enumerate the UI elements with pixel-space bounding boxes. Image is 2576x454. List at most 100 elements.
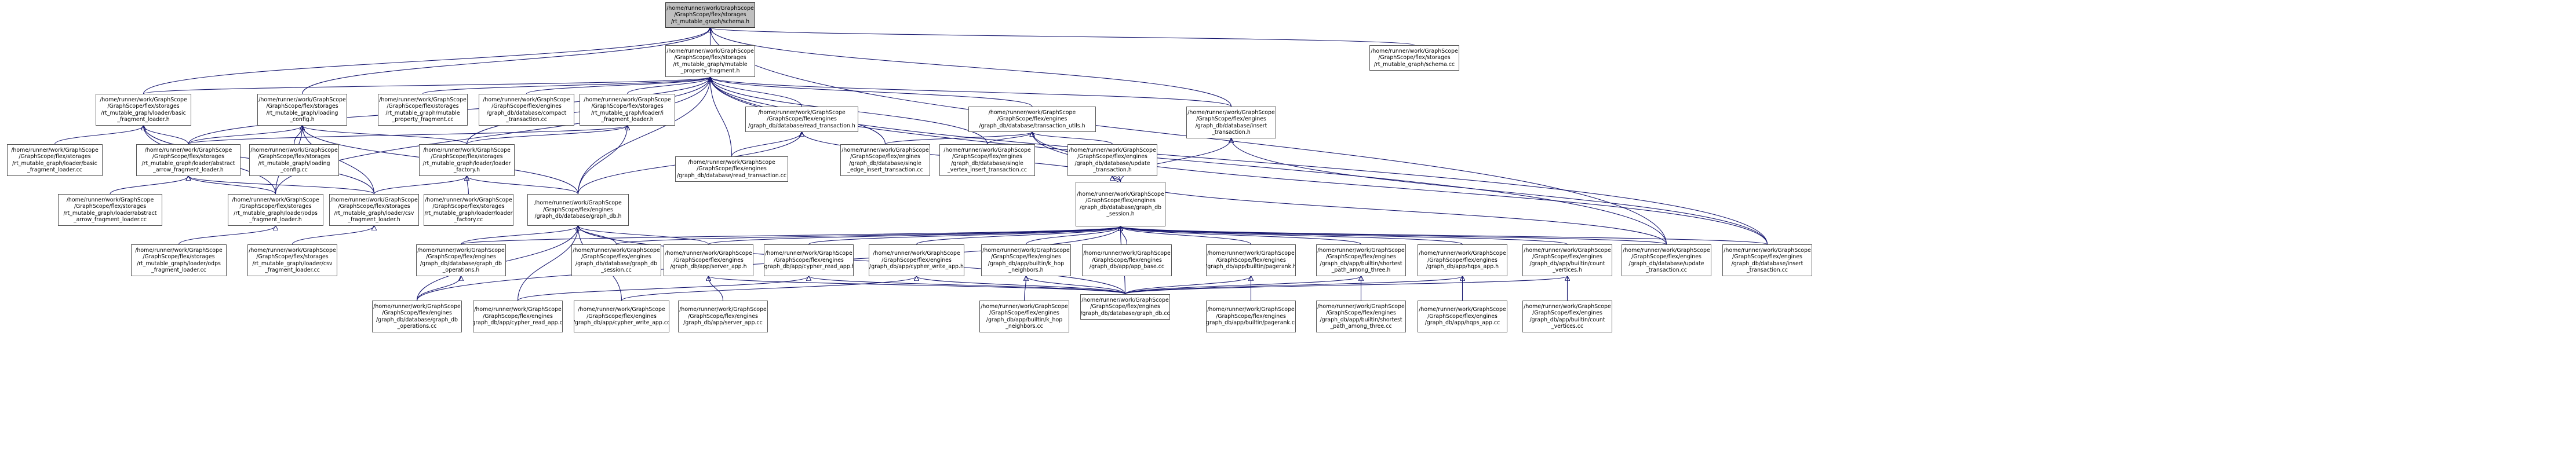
- node-graph-db-ops-h[interactable]: /home/runner/work/GraphScope /GraphScope…: [416, 244, 506, 276]
- node-read-tx-cc[interactable]: /home/runner/work/GraphScope /GraphScope…: [675, 156, 788, 182]
- edge-khop-cc-to-khop-h: [1025, 276, 1026, 301]
- node-label: /home/runner/work/GraphScope /GraphScope…: [676, 159, 787, 179]
- node-cypher-read-app-h[interactable]: /home/runner/work/GraphScope /GraphScope…: [764, 244, 854, 276]
- edge-read-tx-cc-to-read-tx-h: [731, 132, 802, 157]
- node-pagerank-h[interactable]: /home/runner/work/GraphScope /GraphScope…: [1206, 244, 1296, 276]
- node-label: /home/runner/work/GraphScope /GraphScope…: [665, 250, 752, 270]
- node-label: /home/runner/work/GraphScope /GraphScope…: [483, 96, 570, 123]
- node-update-tx-h[interactable]: /home/runner/work/GraphScope /GraphScope…: [1067, 144, 1157, 176]
- node-mpf-h[interactable]: /home/runner/work/GraphScope /GraphScope…: [665, 45, 755, 77]
- edge-graph-db-session-cc-to-graph-db-h: [578, 226, 617, 245]
- node-read-tx-h[interactable]: /home/runner/work/GraphScope /GraphScope…: [745, 107, 858, 132]
- edge-cypher-write-app-h-to-graph-db-session-h: [916, 226, 1121, 245]
- node-label: /home/runner/work/GraphScope /GraphScope…: [1317, 303, 1405, 329]
- node-basic-loader-h[interactable]: /home/runner/work/GraphScope /GraphScope…: [96, 94, 191, 126]
- node-abstract-arrow-cc[interactable]: /home/runner/work/GraphScope /GraphScope…: [58, 194, 162, 226]
- node-csv-loader-cc[interactable]: /home/runner/work/GraphScope /GraphScope…: [247, 244, 337, 276]
- node-i-loader-h[interactable]: /home/runner/work/GraphScope /GraphScope…: [580, 94, 675, 126]
- node-loading-config-cc[interactable]: /home/runner/work/GraphScope /GraphScope…: [249, 144, 339, 176]
- node-khop-h[interactable]: /home/runner/work/GraphScope /GraphScope…: [981, 244, 1071, 276]
- node-label: /home/runner/work/GraphScope /GraphScope…: [574, 306, 669, 327]
- node-odps-loader-h[interactable]: /home/runner/work/GraphScope /GraphScope…: [228, 194, 323, 226]
- node-hqps-app-cc[interactable]: /home/runner/work/GraphScope /GraphScope…: [1418, 301, 1507, 332]
- edge-update-tx-h-to-tx-utils-h: [1032, 132, 1113, 145]
- edge-insert-tx-h-to-mpf-h: [711, 77, 1232, 107]
- node-label: /home/runner/work/GraphScope /GraphScope…: [841, 147, 929, 173]
- node-graph-db-session-h[interactable]: /home/runner/work/GraphScope /GraphScope…: [1076, 182, 1165, 226]
- node-tx-utils-h[interactable]: /home/runner/work/GraphScope /GraphScope…: [968, 107, 1096, 132]
- node-label: /home/runner/work/GraphScope /GraphScope…: [1069, 147, 1156, 173]
- node-sp3-h[interactable]: /home/runner/work/GraphScope /GraphScope…: [1316, 244, 1406, 276]
- edge-graph-db-h-to-mpf-h: [577, 77, 711, 195]
- node-update-tx-cc[interactable]: /home/runner/work/GraphScope /GraphScope…: [1622, 244, 1711, 276]
- edge-schema-cc-to-schema-h: [711, 28, 1415, 46]
- node-label: /home/runner/work/GraphScope /GraphScope…: [250, 147, 338, 173]
- node-label: /home/runner/work/GraphScope /GraphScope…: [943, 147, 1031, 173]
- node-label: /home/runner/work/GraphScope /GraphScope…: [1419, 250, 1506, 270]
- edge-insert-tx-h-to-schema-h: [711, 28, 1232, 107]
- node-cypher-write-app-cc[interactable]: /home/runner/work/GraphScope /GraphScope…: [574, 301, 669, 332]
- edge-sp3-h-to-graph-db-session-h: [1121, 226, 1362, 245]
- edge-graph-db-h-to-i-loader-h: [577, 126, 628, 195]
- node-csv-loader-h[interactable]: /home/runner/work/GraphScope /GraphScope…: [329, 194, 419, 226]
- node-mpf-cc[interactable]: /home/runner/work/GraphScope /GraphScope…: [378, 94, 468, 126]
- node-loading-config-h[interactable]: /home/runner/work/GraphScope /GraphScope…: [257, 94, 347, 126]
- node-graph-db-cc[interactable]: /home/runner/work/GraphScope /GraphScope…: [1080, 294, 1170, 320]
- node-khop-cc[interactable]: /home/runner/work/GraphScope /GraphScope…: [979, 301, 1069, 332]
- node-label: /home/runner/work/GraphScope /GraphScope…: [1206, 250, 1296, 270]
- edge-server-app-h-to-graph-db-session-h: [708, 226, 1121, 245]
- node-basic-loader-cc[interactable]: /home/runner/work/GraphScope /GraphScope…: [7, 144, 103, 176]
- edge-abstract-arrow-h-to-loading-config-h: [188, 126, 303, 145]
- edge-compact-tx-cc-to-mpf-h: [526, 77, 711, 94]
- edge-insert-tx-cc-to-insert-tx-h: [1231, 138, 1768, 245]
- node-compact-tx-cc[interactable]: /home/runner/work/GraphScope /GraphScope…: [479, 94, 574, 126]
- edge-loader-factory-cc-to-loader-factory-h: [467, 176, 469, 195]
- edge-update-tx-cc-to-update-tx-h: [1113, 176, 1667, 245]
- node-label: /home/runner/work/GraphScope /GraphScope…: [748, 109, 855, 129]
- edge-cypher-read-app-h-to-graph-db-session-h: [808, 226, 1121, 245]
- edge-graph-db-cc-to-cypher-write-app-h: [917, 276, 1126, 295]
- edge-graph-db-cc-to-hqps-app-h: [1124, 276, 1463, 295]
- node-insert-tx-h[interactable]: /home/runner/work/GraphScope /GraphScope…: [1186, 107, 1276, 138]
- edge-insert-tx-cc-to-graph-db-session-h: [1121, 226, 1768, 245]
- edge-pagerank-h-to-graph-db-session-h: [1121, 226, 1252, 245]
- node-label: /home/runner/work/GraphScope /GraphScope…: [1083, 250, 1171, 270]
- node-graph-db-session-cc[interactable]: /home/runner/work/GraphScope /GraphScope…: [571, 244, 661, 276]
- node-server-app-h[interactable]: /home/runner/work/GraphScope /GraphScope…: [664, 244, 753, 276]
- node-loader-factory-cc[interactable]: /home/runner/work/GraphScope /GraphScope…: [424, 194, 513, 226]
- node-label: /home/runner/work/GraphScope /GraphScope…: [1524, 303, 1611, 329]
- edge-graph-db-cc-to-cypher-read-app-h: [809, 276, 1126, 295]
- node-label: /home/runner/work/GraphScope /GraphScope…: [764, 250, 854, 270]
- node-label: /home/runner/work/GraphScope /GraphScope…: [100, 96, 187, 123]
- node-label: /home/runner/work/GraphScope /GraphScope…: [141, 147, 235, 173]
- node-schema-cc[interactable]: /home/runner/work/GraphScope /GraphScope…: [1369, 45, 1459, 71]
- edge-csv-loader-h-to-loader-factory-h: [373, 176, 467, 195]
- node-graph-db-ops-cc[interactable]: /home/runner/work/GraphScope /GraphScope…: [372, 301, 462, 332]
- edge-read-tx-h-to-mpf-h: [711, 77, 803, 107]
- node-label: /home/runner/work/GraphScope /GraphScope…: [373, 303, 461, 329]
- node-single-edge-cc[interactable]: /home/runner/work/GraphScope /GraphScope…: [840, 144, 930, 176]
- node-label: /home/runner/work/GraphScope /GraphScope…: [11, 147, 99, 173]
- node-odps-loader-cc[interactable]: /home/runner/work/GraphScope /GraphScope…: [131, 244, 227, 276]
- node-insert-tx-cc[interactable]: /home/runner/work/GraphScope /GraphScope…: [1722, 244, 1812, 276]
- node-abstract-arrow-h[interactable]: /home/runner/work/GraphScope /GraphScope…: [136, 144, 241, 176]
- node-label: /home/runner/work/GraphScope /GraphScope…: [63, 196, 157, 223]
- node-single-vertex-cc[interactable]: /home/runner/work/GraphScope /GraphScope…: [939, 144, 1035, 176]
- node-cypher-write-app-h[interactable]: /home/runner/work/GraphScope /GraphScope…: [869, 244, 964, 276]
- node-graph-db-h[interactable]: /home/runner/work/GraphScope /GraphScope…: [527, 194, 629, 226]
- node-app-base-cc[interactable]: /home/runner/work/GraphScope /GraphScope…: [1082, 244, 1172, 276]
- edge-graph-db-cc-to-count-vertices-h: [1124, 276, 1568, 295]
- node-hqps-app-h[interactable]: /home/runner/work/GraphScope /GraphScope…: [1418, 244, 1507, 276]
- node-pagerank-cc[interactable]: /home/runner/work/GraphScope /GraphScope…: [1206, 301, 1296, 332]
- node-loader-factory-h[interactable]: /home/runner/work/GraphScope /GraphScope…: [419, 144, 515, 176]
- node-label: /home/runner/work/GraphScope /GraphScope…: [1206, 306, 1296, 327]
- node-label: /home/runner/work/GraphScope /GraphScope…: [1623, 247, 1710, 273]
- node-server-app-cc[interactable]: /home/runner/work/GraphScope /GraphScope…: [678, 301, 768, 332]
- node-label: /home/runner/work/GraphScope /GraphScope…: [1080, 296, 1170, 317]
- node-count-vertices-h[interactable]: /home/runner/work/GraphScope /GraphScope…: [1522, 244, 1612, 276]
- edge-i-loader-h-to-mpf-h: [626, 77, 711, 94]
- node-sp3-cc[interactable]: /home/runner/work/GraphScope /GraphScope…: [1316, 301, 1406, 332]
- node-cypher-read-app-cc[interactable]: /home/runner/work/GraphScope /GraphScope…: [473, 301, 563, 332]
- node-count-vertices-cc[interactable]: /home/runner/work/GraphScope /GraphScope…: [1522, 301, 1612, 332]
